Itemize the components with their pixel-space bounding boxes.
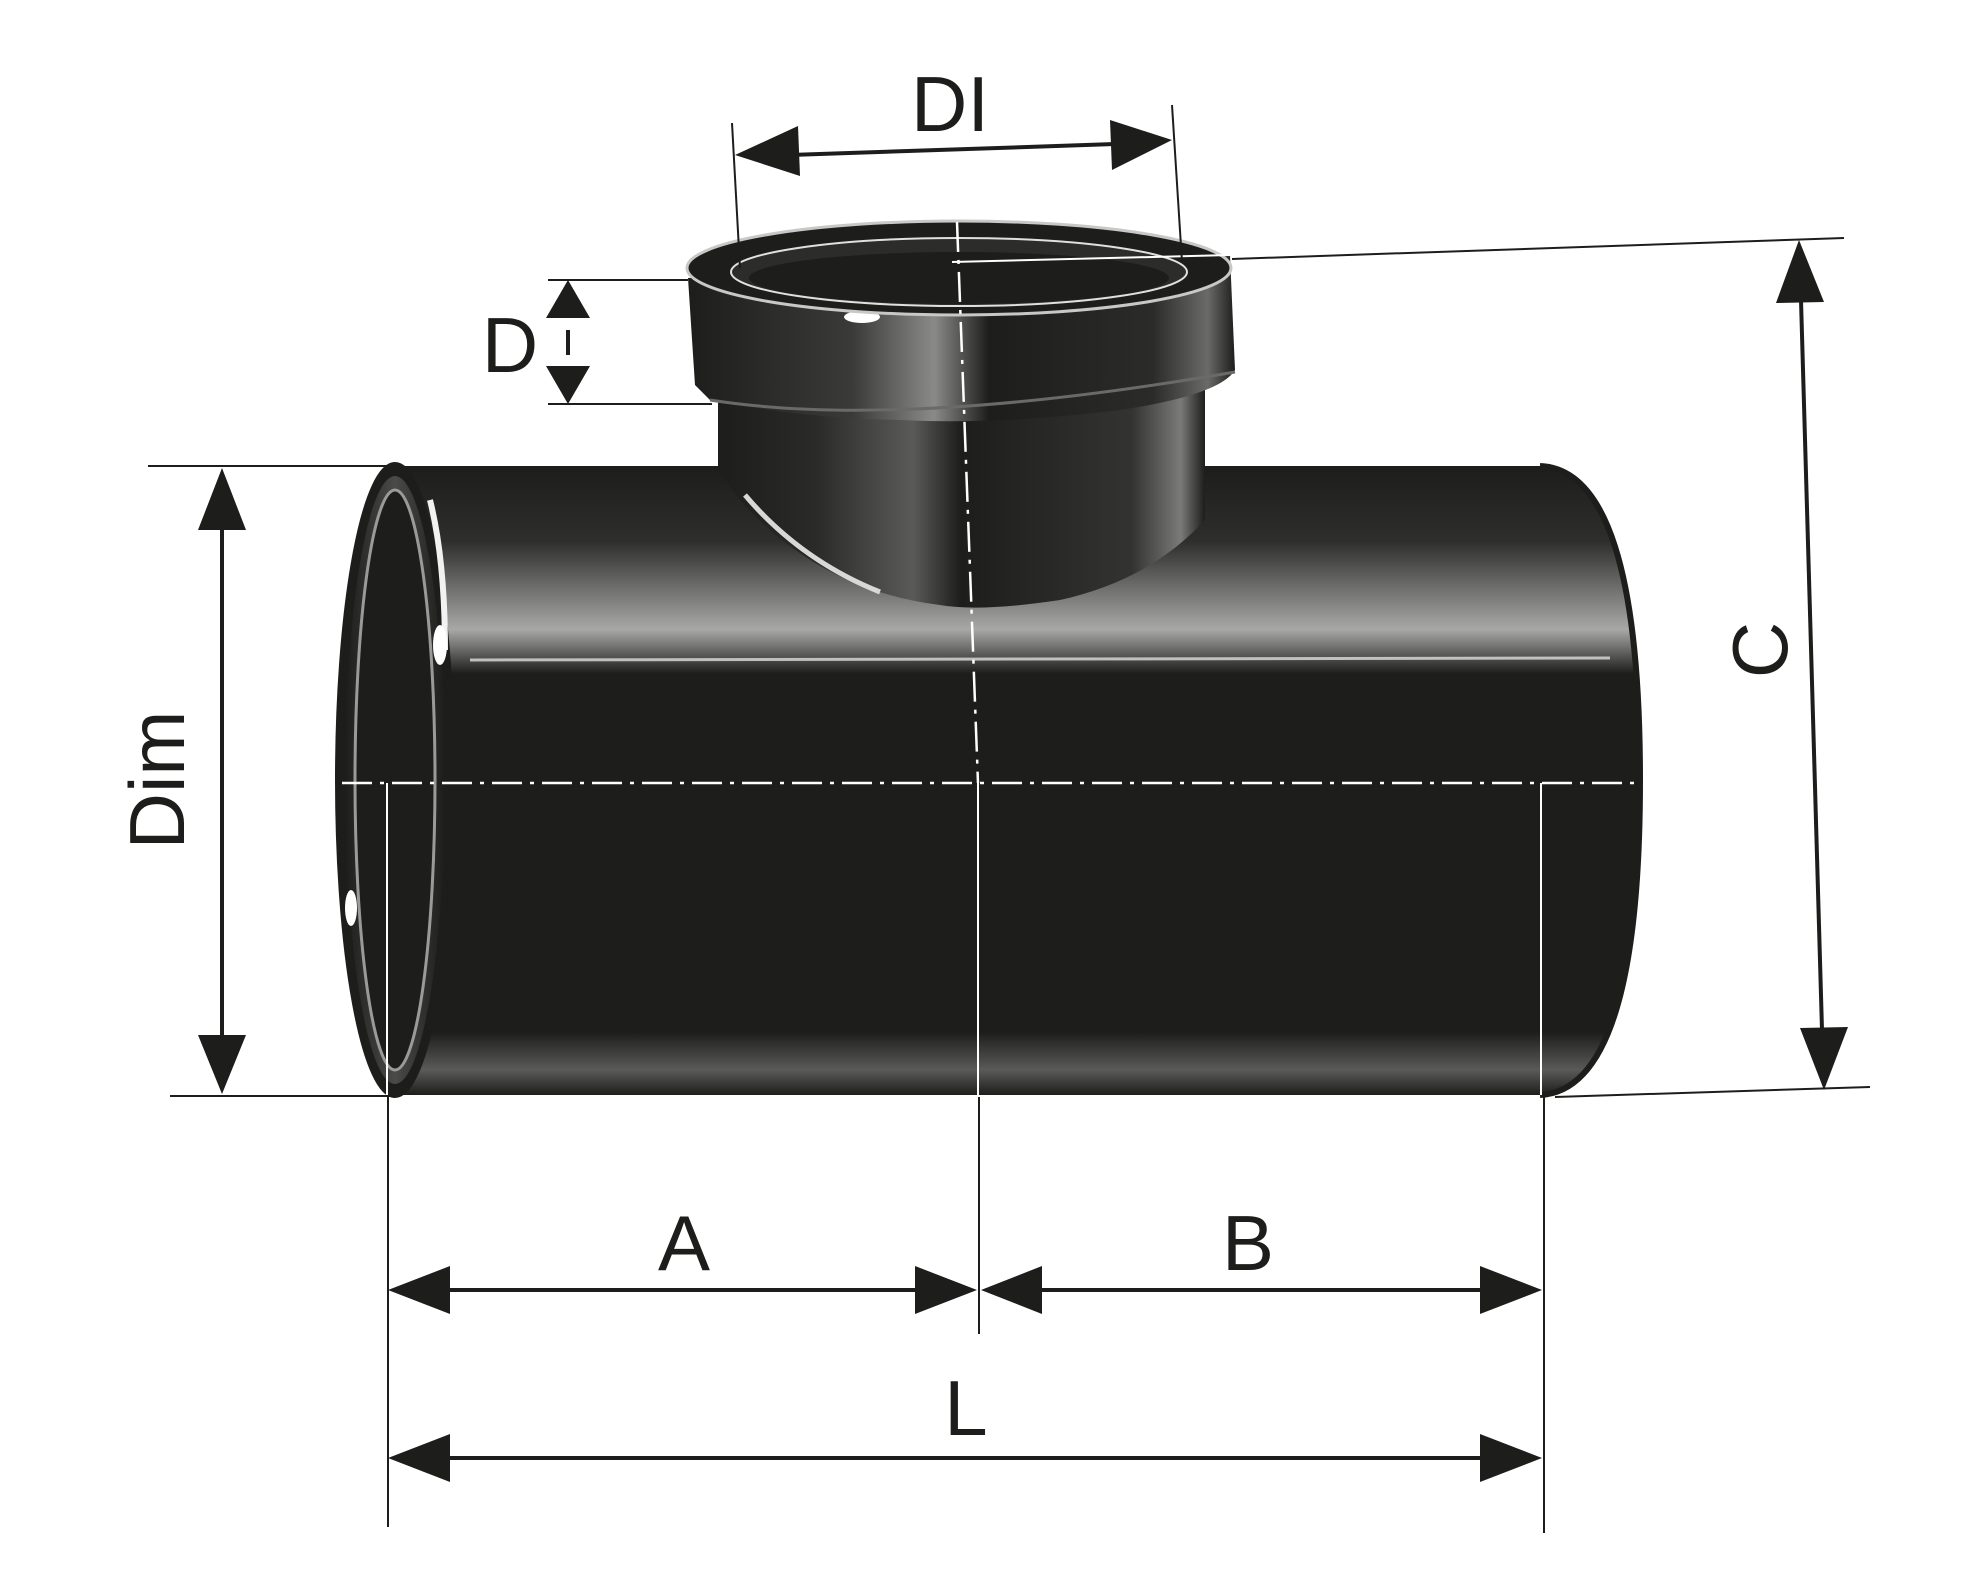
c-ext-bottom: [1554, 1086, 1871, 1098]
branch-neck: [718, 390, 1205, 608]
main-pipe-right-rim: [1539, 463, 1644, 1098]
c-ext-top: [1231, 237, 1845, 260]
di-dimension-line: [789, 142, 1116, 157]
d-label: D: [482, 301, 538, 389]
a-arrow-left: [388, 1266, 450, 1314]
dim-arrow-up: [198, 468, 246, 530]
left-pipe-mouth-shine: [427, 499, 448, 651]
dimension-dim: Dim: [113, 468, 246, 1094]
di-ext-right: [1171, 104, 1183, 263]
di-ext-left: [731, 122, 741, 269]
c-dimension-line: [1799, 299, 1824, 1031]
main-pipe: [395, 466, 1640, 1095]
left-pipe-mouth-inner: [353, 488, 437, 1072]
left-pipe-inner-spot: [345, 890, 357, 926]
extension-lines: [148, 104, 1871, 1533]
dim-arrow-down: [198, 1035, 246, 1094]
branch-center-line: [955, 221, 980, 784]
branch-socket-top-line: [951, 254, 1231, 263]
dimension-l: L: [388, 1364, 1542, 1482]
dimension-c: C: [1716, 240, 1848, 1090]
d-arrow-up: [546, 280, 590, 318]
di-arrow-left: [735, 126, 800, 176]
branch-socket-lower-edge: [709, 370, 1236, 412]
dimension-a: A: [388, 1199, 977, 1314]
di-label: DI: [911, 60, 989, 148]
c-label: C: [1716, 622, 1804, 678]
dimension-b: B: [981, 1199, 1542, 1314]
l-arrow-left: [388, 1434, 450, 1482]
a-label: A: [658, 1199, 710, 1287]
dimension-d: D: [482, 280, 590, 404]
l-arrow-right: [1480, 1434, 1542, 1482]
di-arrow-right: [1110, 120, 1172, 170]
left-pipe-mouth-spot: [433, 625, 447, 665]
d-arrow-down: [546, 366, 590, 404]
b-label: B: [1222, 1199, 1274, 1287]
c-arrow-up: [1776, 240, 1824, 303]
dim-label: Dim: [113, 711, 201, 850]
main-pipe-highlight-band: [469, 656, 1611, 662]
branch-neck-shine: [743, 493, 881, 595]
a-arrow-right: [915, 1266, 977, 1314]
b-arrow-left: [981, 1266, 1042, 1314]
c-arrow-down: [1800, 1027, 1848, 1090]
dimension-di: DI: [735, 60, 1172, 176]
b-arrow-right: [1480, 1266, 1542, 1314]
center-lines: [342, 221, 1640, 1095]
l-label: L: [944, 1364, 987, 1452]
